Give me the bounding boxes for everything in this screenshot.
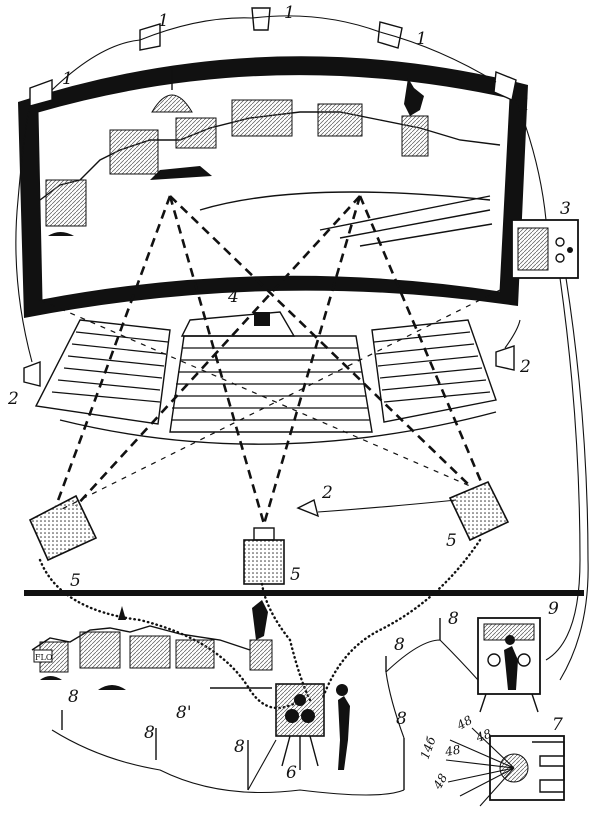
divider-line xyxy=(24,590,584,596)
label-8-b: 8 xyxy=(144,723,155,743)
panoramic-screen xyxy=(18,56,528,318)
label-2-c: 2 xyxy=(321,483,333,503)
label-8-a: 8 xyxy=(68,687,79,707)
label-4: 4 xyxy=(227,287,239,307)
label-1-a: 1 xyxy=(62,69,73,89)
auditorium-seating xyxy=(36,312,496,444)
projector-left: 5 xyxy=(30,496,96,591)
label-9: 9 xyxy=(548,599,559,619)
label-6: 6 xyxy=(286,763,297,783)
projector-center: 5 xyxy=(244,528,301,585)
tape-mark-1: 14б xyxy=(418,734,439,761)
tape-mark-2: 48 xyxy=(454,713,475,733)
label-2-b: 2 xyxy=(519,357,531,377)
camera-unit: 6 xyxy=(276,684,350,783)
label-8-prime: 8' xyxy=(176,703,192,723)
label-7: 7 xyxy=(552,715,563,735)
tape-mark-3: 48 xyxy=(443,742,462,759)
tape-mark-4: 48 xyxy=(430,771,450,792)
label-1-c: 1 xyxy=(284,3,295,23)
svg-text:5: 5 xyxy=(70,571,81,591)
scene-sign: FLO xyxy=(35,653,53,662)
label-8-d: 8 xyxy=(396,709,407,729)
label-2-a: 2 xyxy=(7,389,19,409)
label-1-e: 1 xyxy=(520,95,531,115)
recorder-unit: 9 xyxy=(478,599,559,712)
projectors: 5 5 5 xyxy=(30,482,508,591)
filming-scene: FLO xyxy=(32,600,272,690)
label-1-d: 1 xyxy=(416,29,427,49)
label-8-f: 8 xyxy=(448,609,459,629)
label-8-e: 8 xyxy=(394,635,405,655)
sound-rig: 7 14б 48 48 48 48 xyxy=(418,713,564,806)
label-1-b: 1 xyxy=(158,11,169,31)
label-3: 3 xyxy=(560,199,571,219)
projector-right: 5 xyxy=(446,482,508,551)
label-8-c: 8 xyxy=(234,737,245,757)
svg-text:5: 5 xyxy=(446,531,457,551)
svg-text:5: 5 xyxy=(290,565,301,585)
